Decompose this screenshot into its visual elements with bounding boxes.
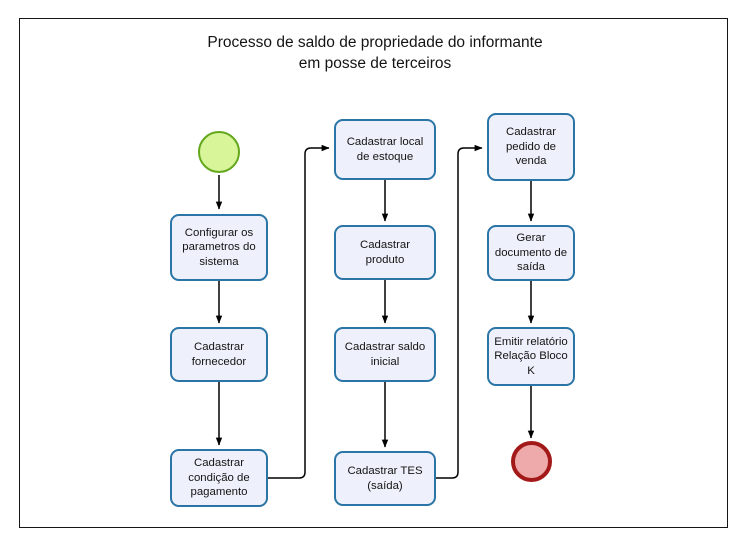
node-cadastrar-tes-saida[interactable]: Cadastrar TES (saída) [334, 451, 436, 506]
node-cadastrar-local-estoque[interactable]: Cadastrar local de estoque [334, 119, 436, 180]
end-terminator[interactable] [511, 441, 552, 482]
node-cadastrar-produto[interactable]: Cadastrar produto [334, 225, 436, 280]
node-cadastrar-pedido-venda[interactable]: Cadastrar pedido de venda [487, 113, 575, 181]
node-configurar-parametros[interactable]: Configurar os parametros do sistema [170, 214, 268, 281]
node-gerar-documento-saida[interactable]: Gerar documento de saída [487, 225, 575, 281]
node-emitir-relatorio-bloco-k[interactable]: Emitir relatório Relação Bloco K [487, 327, 575, 386]
node-cadastrar-fornecedor[interactable]: Cadastrar fornecedor [170, 327, 268, 382]
node-cadastrar-saldo-inicial[interactable]: Cadastrar saldo inicial [334, 327, 436, 382]
start-terminator[interactable] [198, 131, 240, 173]
diagram-title: Processo de saldo de propriedade do info… [207, 34, 543, 72]
node-cadastrar-condicao-pagamento[interactable]: Cadastrar condição de pagamento [170, 449, 268, 507]
